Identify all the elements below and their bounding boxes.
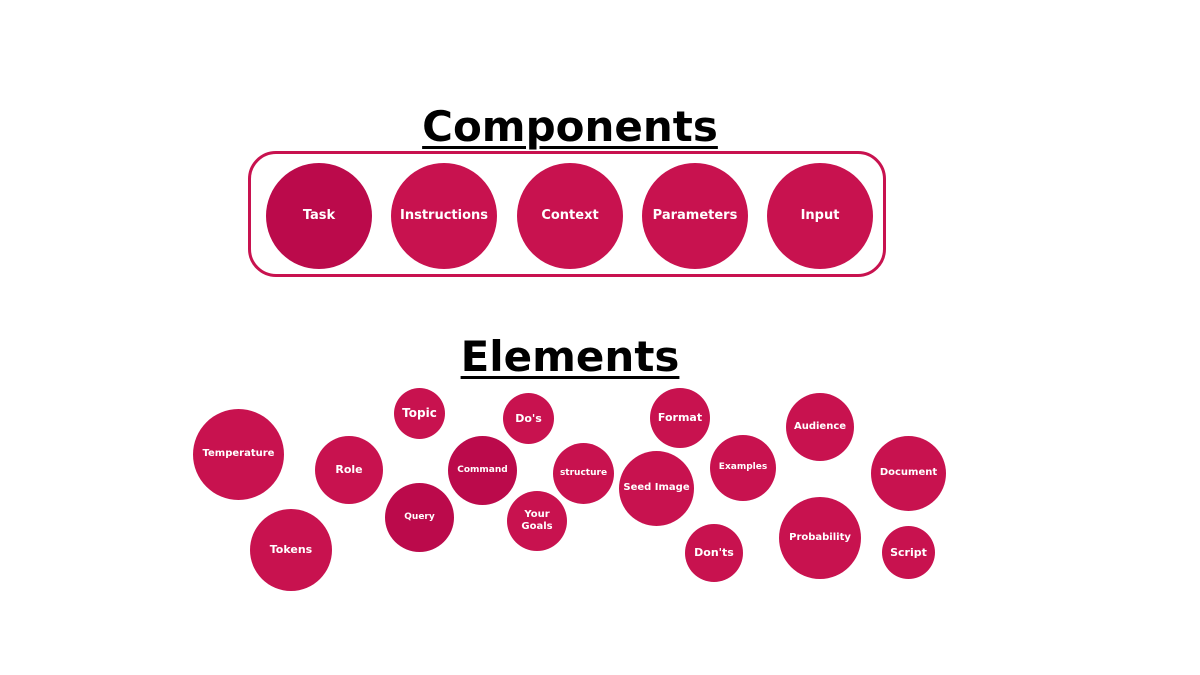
element-role: Role	[315, 436, 383, 504]
element-seed-image: Seed Image	[619, 451, 694, 526]
element-audience: Audience	[786, 393, 854, 461]
components-frame	[248, 151, 886, 277]
elements-title: Elements	[460, 332, 680, 381]
components-title: Components	[422, 102, 718, 151]
element-document: Document	[871, 436, 946, 511]
element-script: Script	[882, 526, 935, 579]
element-command: Command	[448, 436, 517, 505]
element-tokens: Tokens	[250, 509, 332, 591]
element-probability: Probability	[779, 497, 861, 579]
element-temperature: Temperature	[193, 409, 284, 500]
component-task: Task	[266, 163, 372, 269]
element-your-goals: Your Goals	[507, 491, 567, 551]
element-topic: Topic	[394, 388, 445, 439]
component-context: Context	[517, 163, 623, 269]
element-format: Format	[650, 388, 710, 448]
component-instructions: Instructions	[391, 163, 497, 269]
component-input: Input	[767, 163, 873, 269]
element-query: Query	[385, 483, 454, 552]
element-donts: Don'ts	[685, 524, 743, 582]
element-examples: Examples	[710, 435, 776, 501]
element-dos: Do's	[503, 393, 554, 444]
element-structure: structure	[553, 443, 614, 504]
component-parameters: Parameters	[642, 163, 748, 269]
